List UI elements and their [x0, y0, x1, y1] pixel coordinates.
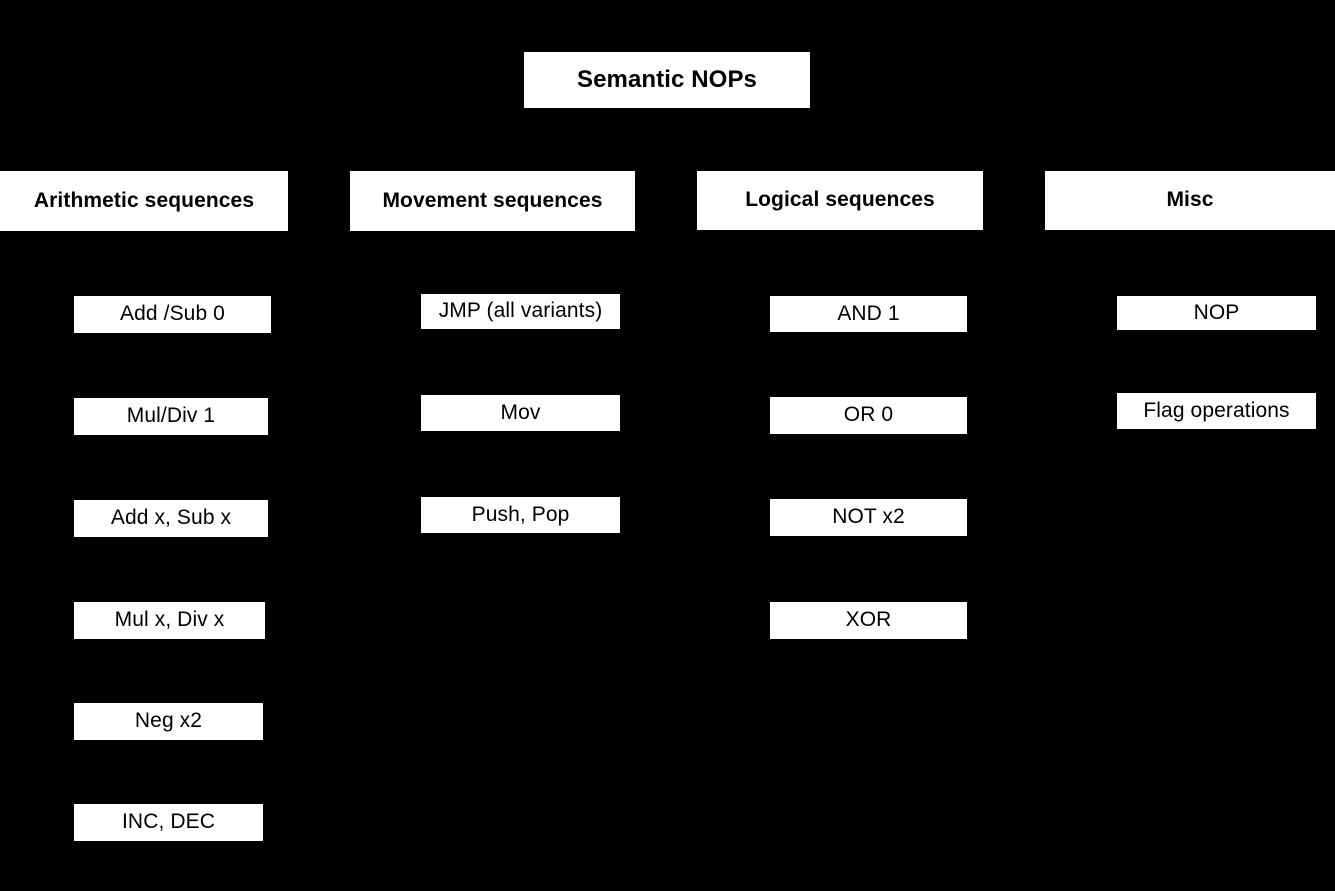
item-box-movement-2: Mov [421, 395, 620, 431]
column-header-misc: Misc [1045, 171, 1335, 230]
item-box-misc-1: NOP [1117, 296, 1316, 330]
item-box-logical-2: OR 0 [770, 397, 967, 434]
column-header-arithmetic-sequences: Arithmetic sequences [0, 171, 288, 231]
item-box-misc-2: Flag operations [1117, 393, 1316, 429]
item-box-arithmetic-6: INC, DEC [74, 804, 263, 841]
item-box-arithmetic-3: Add x, Sub x [74, 500, 268, 537]
item-box-arithmetic-4: Mul x, Div x [74, 602, 265, 639]
item-box-logical-4: XOR [770, 602, 967, 639]
diagram-title-box: Semantic NOPs [524, 52, 810, 108]
item-box-logical-3: NOT x2 [770, 499, 967, 536]
item-box-arithmetic-1: Add /Sub 0 [74, 296, 271, 333]
item-box-arithmetic-5: Neg x2 [74, 703, 263, 740]
item-box-movement-3: Push, Pop [421, 497, 620, 533]
item-box-movement-1: JMP (all variants) [421, 294, 620, 329]
item-box-arithmetic-2: Mul/Div 1 [74, 398, 268, 435]
column-header-logical-sequences: Logical sequences [697, 171, 983, 230]
column-header-movement-sequences: Movement sequences [350, 171, 635, 231]
item-box-logical-1: AND 1 [770, 296, 967, 332]
